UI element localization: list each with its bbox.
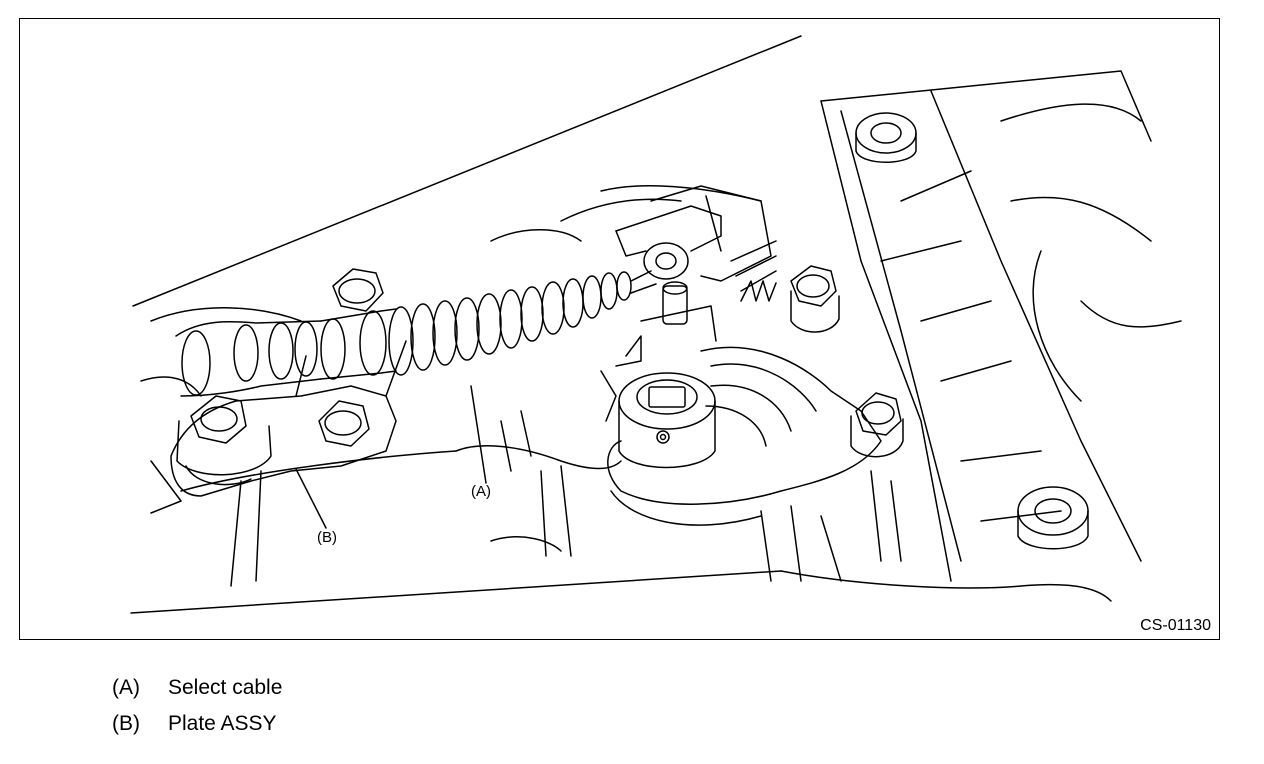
leader-lines — [296, 386, 486, 528]
transmission-housing — [131, 36, 1181, 613]
cable-boot — [389, 272, 631, 375]
select-cable — [176, 271, 656, 396]
callout-b-label: (B) — [317, 529, 337, 546]
bolt — [319, 401, 369, 446]
bolts — [177, 266, 903, 475]
transmission-line-drawing — [20, 19, 1220, 640]
legend-label: Plate ASSY — [168, 712, 277, 735]
figure-frame: (A) (B) CS-01130 — [19, 18, 1220, 640]
bolt — [791, 266, 839, 332]
legend-key: (B) — [112, 712, 140, 735]
plate-assy — [171, 341, 406, 496]
bolt — [177, 396, 271, 475]
legend-key: (A) — [112, 676, 140, 699]
callout-a-label: (A) — [471, 483, 491, 500]
bolt — [333, 269, 383, 311]
legend-item: (A) Select cable — [112, 670, 282, 706]
shift-housing — [608, 347, 881, 525]
legend-label: Select cable — [168, 676, 283, 699]
figure-code: CS-01130 — [1140, 617, 1211, 634]
legend-item: (B) Plate ASSY — [112, 706, 282, 742]
bolt — [851, 393, 903, 457]
select-lever — [601, 186, 776, 421]
legend: (A) Select cable (B) Plate ASSY — [112, 670, 282, 742]
housing-bosses — [856, 113, 1088, 549]
